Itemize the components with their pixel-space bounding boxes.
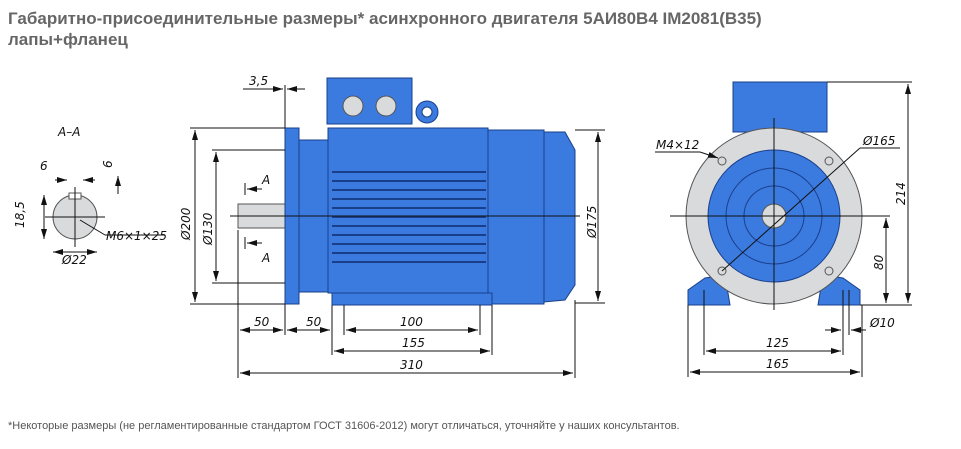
dim-thread: M6×1×25: [106, 229, 167, 243]
dim-total-length: 310: [400, 358, 423, 372]
fan-cover: [543, 131, 576, 303]
dim-hole-spacing: 125: [766, 336, 789, 350]
front-view: Ø165 M4×12 214 80 Ø10 125 165: [655, 81, 912, 377]
dim-flange-thread: M4×12: [656, 138, 699, 152]
terminal-box: [326, 77, 413, 125]
footnote: *Некоторые размеры (не регламентированны…: [8, 420, 680, 432]
dim-flange-diameter: Ø200: [179, 207, 193, 241]
feet: [331, 292, 493, 306]
page-title: Габаритно-присоединительные размеры* аси…: [8, 8, 948, 50]
dim-key-width: 6: [40, 159, 48, 173]
section-label: А–А: [57, 125, 80, 139]
dim-spigot-diameter: Ø130: [201, 212, 215, 246]
section-mark-top: А: [261, 173, 270, 187]
dim-axis-height: 80: [872, 254, 886, 270]
section-view: А–А 18,5 6 6 Ø22 M6×1×25: [13, 125, 167, 267]
dim-shaft-length: 50: [254, 315, 270, 329]
dim-flange-gap: 3,5: [249, 74, 268, 88]
side-view: А А 3,5 Ø200 Ø130 Ø175 50 50 100 155 310: [179, 74, 605, 378]
dim-total-width: 165: [766, 357, 789, 371]
dim-foot-hole: Ø10: [869, 316, 895, 330]
dim-flange-to-foot: 50: [306, 315, 322, 329]
dim-pcd: Ø165: [862, 134, 895, 148]
section-mark-bottom: А: [261, 251, 270, 265]
dim-section-height: 18,5: [13, 201, 27, 228]
dim-key-depth: 6: [101, 160, 115, 168]
title-line-2: лапы+фланец: [8, 30, 128, 49]
dim-feet-length: 155: [402, 336, 425, 350]
title-line-1: Габаритно-присоединительные размеры* аси…: [8, 9, 762, 28]
dim-body-diameter: Ø175: [585, 206, 599, 239]
motor-body: [327, 127, 489, 294]
dim-foot-holes: 100: [400, 315, 423, 329]
dim-shaft-diameter: Ø22: [61, 253, 87, 267]
terminal-box-front: [732, 81, 828, 133]
dim-total-height: 214: [894, 182, 908, 205]
